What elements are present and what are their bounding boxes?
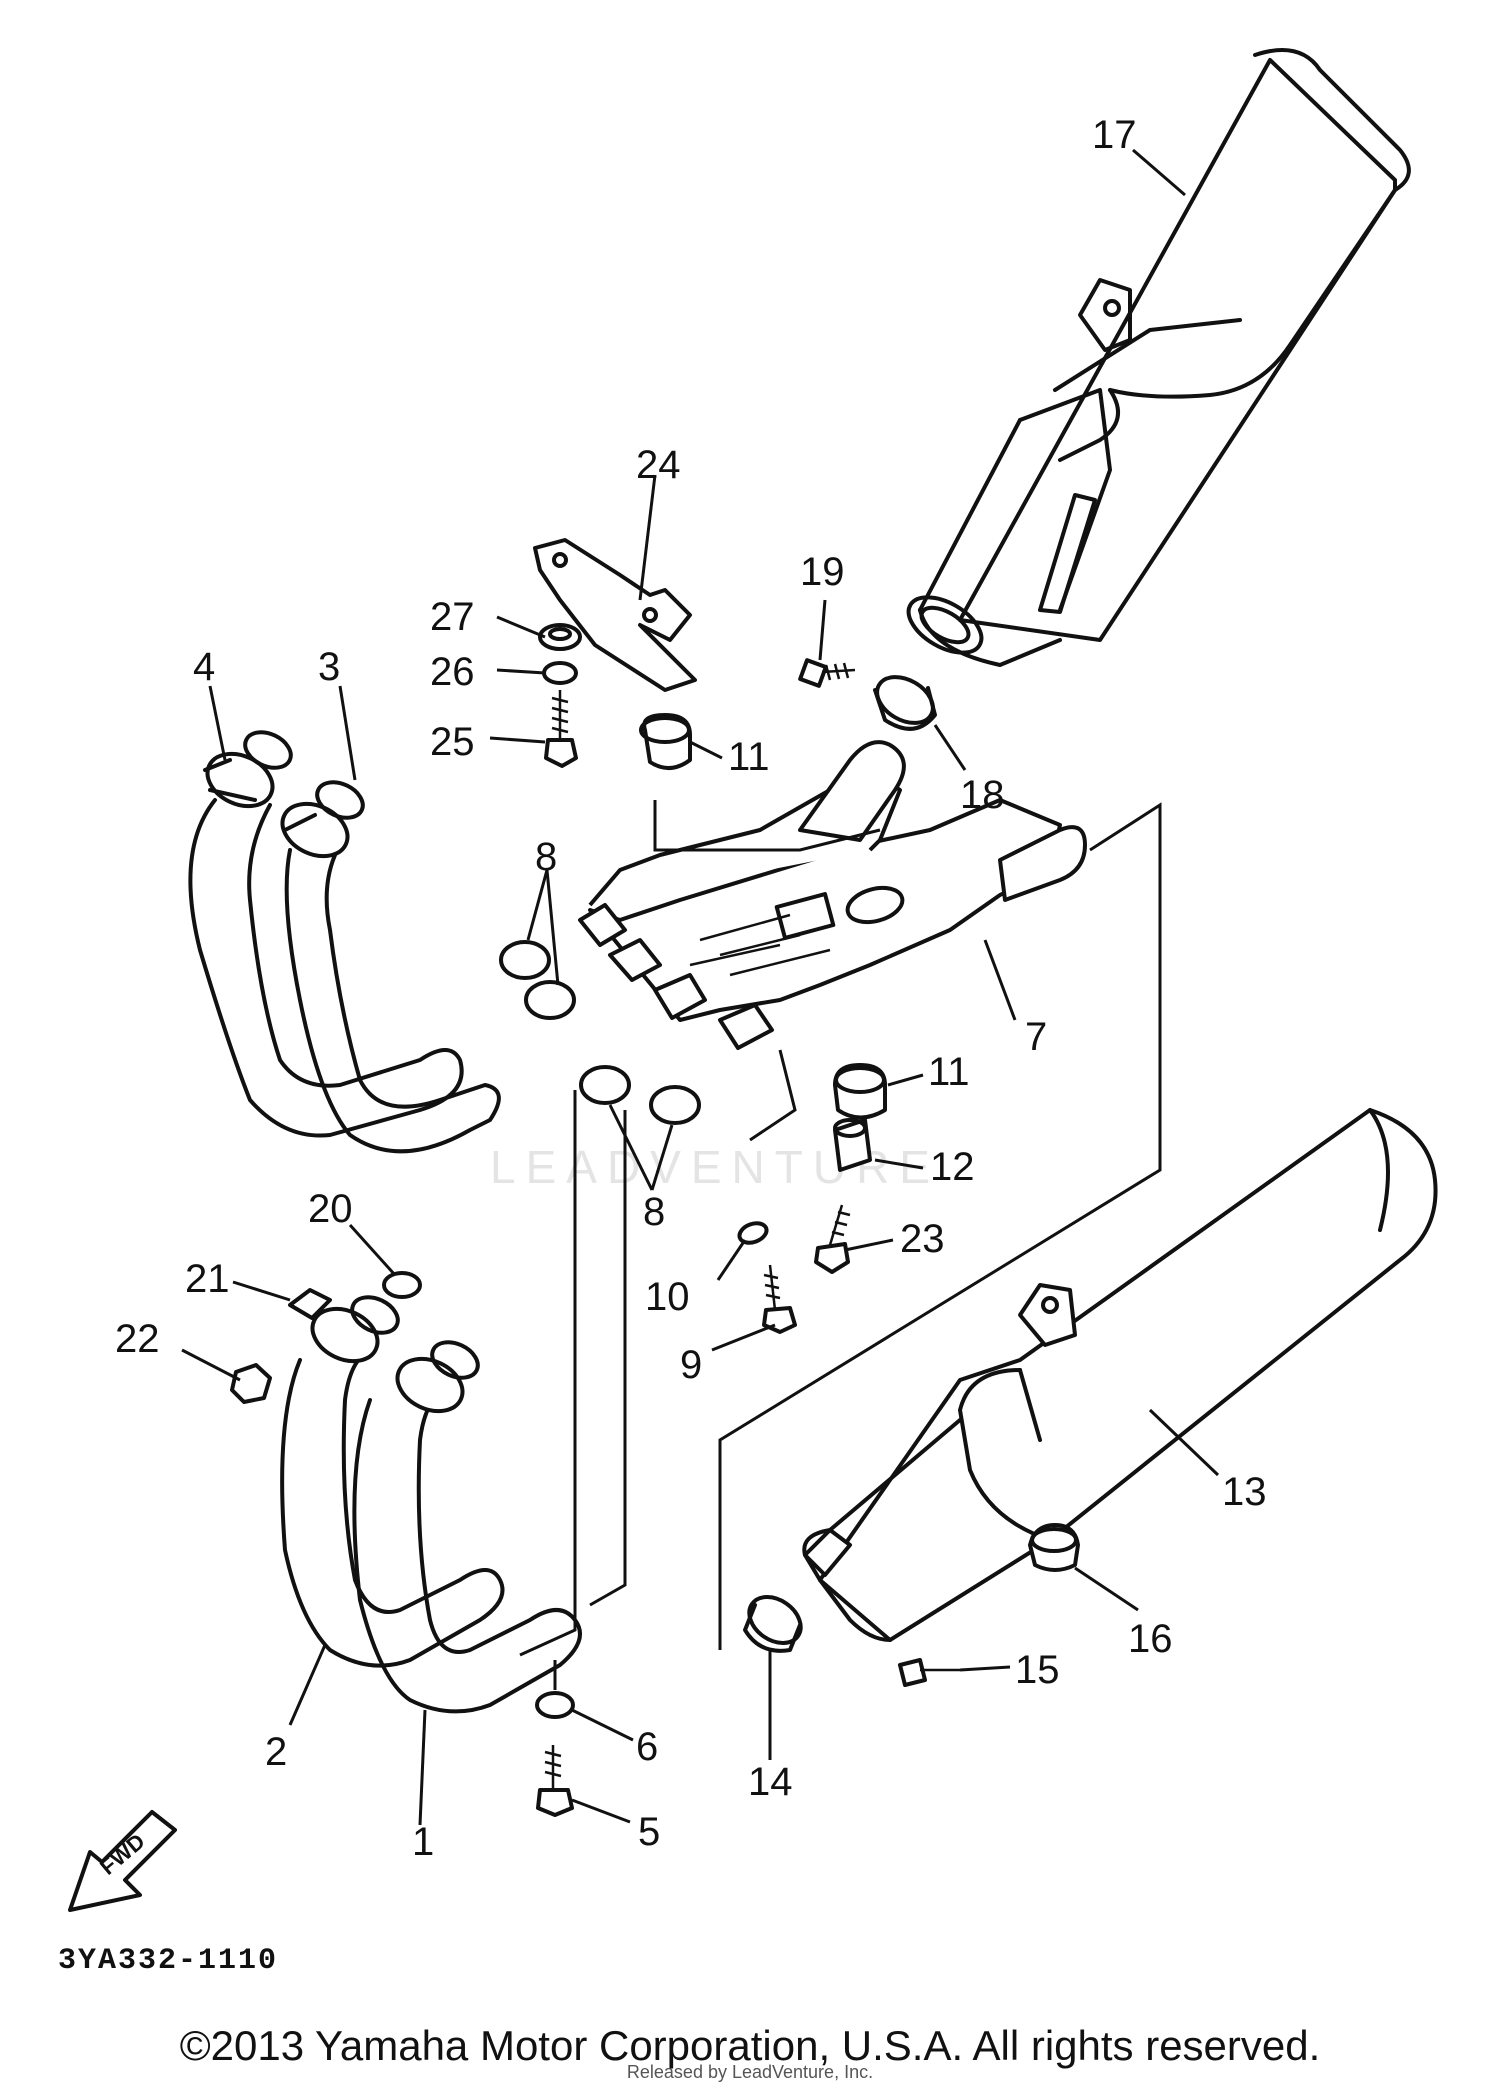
part-8-gasket-upper[interactable]: [499, 940, 576, 1020]
callout-15: 15: [1015, 1648, 1060, 1692]
callout-27: 27: [430, 595, 475, 639]
part-13-lower-muffler[interactable]: [802, 1108, 1438, 1642]
callout-23: 23: [900, 1217, 945, 1261]
part-21-clamp[interactable]: [288, 1288, 332, 1320]
callout-18: 18: [960, 773, 1005, 817]
part-23-bolt[interactable]: [814, 1204, 851, 1274]
part-5-bolt[interactable]: [536, 1745, 574, 1817]
part-11-damper-upper[interactable]: [639, 713, 692, 770]
part-7-collector[interactable]: [578, 740, 1087, 1050]
part-1-exhaust-pipe[interactable]: [352, 1335, 582, 1714]
part-11-damper-lower[interactable]: [833, 1063, 887, 1120]
part-16-damper[interactable]: [1028, 1523, 1080, 1572]
callout-7: 7: [1025, 1015, 1047, 1059]
part-17-upper-muffler[interactable]: [899, 48, 1411, 667]
assembly-lines: [519, 800, 1162, 1690]
part-9-bolt[interactable]: [762, 1264, 797, 1334]
callout-2: 2: [265, 1730, 287, 1774]
part-4-exhaust-pipe[interactable]: [188, 725, 464, 1138]
callout-25: 25: [430, 720, 475, 764]
part-6-nut[interactable]: [535, 1691, 575, 1719]
callout-24: 24: [636, 443, 681, 487]
callout-labels: 17 24 27 26 25 19 18 11 4 3 8 7 11 8 12 …: [115, 113, 1267, 1864]
fwd-arrow-icon: FWD: [68, 1810, 177, 1912]
callout-10: 10: [645, 1275, 690, 1319]
callout-22: 22: [115, 1317, 160, 1361]
part-8-gasket-lower[interactable]: [579, 1065, 701, 1125]
callout-8-lower: 8: [643, 1190, 665, 1234]
callout-5: 5: [638, 1810, 660, 1854]
part-24-bracket[interactable]: [533, 538, 697, 692]
callout-17: 17: [1092, 113, 1137, 157]
callout-16: 16: [1128, 1617, 1173, 1661]
part-25-bolt[interactable]: [544, 690, 578, 768]
callout-21: 21: [185, 1257, 230, 1301]
part-18-gasket[interactable]: [869, 668, 941, 733]
callout-6: 6: [636, 1725, 658, 1769]
part-22-nut[interactable]: [230, 1363, 272, 1404]
callout-14: 14: [748, 1760, 793, 1804]
drawing-code: 3YA332-1110: [58, 1944, 279, 1978]
callout-26: 26: [430, 650, 475, 694]
watermark: LEADVENTURE: [490, 1141, 940, 1193]
part-10-washer[interactable]: [737, 1220, 769, 1246]
released-by-notice: Released by LeadVenture, Inc.: [626, 2062, 874, 2082]
callout-13: 13: [1222, 1470, 1267, 1514]
callout-19: 19: [800, 550, 845, 594]
part-12-collar[interactable]: [833, 1118, 872, 1172]
callout-9: 9: [680, 1343, 702, 1387]
part-20-washer[interactable]: [382, 1271, 422, 1299]
part-15-screw[interactable]: [898, 1658, 960, 1687]
callout-8-upper: 8: [535, 835, 557, 879]
part-26-washer[interactable]: [542, 661, 578, 685]
callout-20: 20: [308, 1187, 353, 1231]
callout-1: 1: [412, 1820, 434, 1864]
copyright-notice: ©2013 Yamaha Motor Corporation, U.S.A. A…: [179, 2022, 1321, 2069]
part-3-exhaust-pipe[interactable]: [274, 775, 501, 1154]
callout-4: 4: [193, 645, 215, 689]
part-19-bolt[interactable]: [798, 658, 856, 688]
part-14-gasket[interactable]: [741, 1588, 810, 1653]
callout-12: 12: [930, 1145, 975, 1189]
callout-leaders: [181, 148, 1220, 1826]
callout-11-lower: 11: [928, 1050, 970, 1094]
callout-11-upper: 11: [728, 735, 770, 779]
part-27-grommet[interactable]: [538, 623, 582, 651]
part-2-exhaust-pipe[interactable]: [280, 1290, 505, 1668]
callout-3: 3: [318, 645, 340, 689]
